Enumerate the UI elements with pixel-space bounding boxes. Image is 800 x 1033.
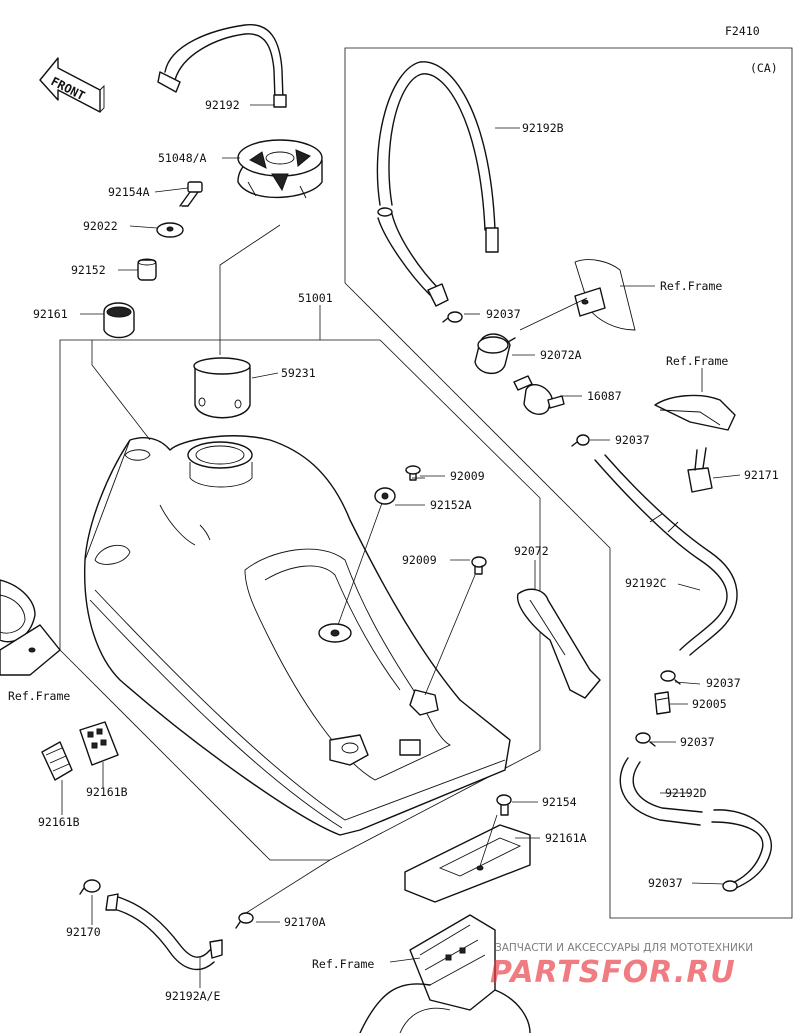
region-tag: (CA) bbox=[750, 61, 778, 75]
label-59231: 59231 bbox=[281, 366, 316, 380]
hose-92192c bbox=[594, 454, 738, 656]
label-92072a: 92072A bbox=[540, 348, 582, 362]
label-92037-2: 92037 bbox=[615, 433, 650, 447]
label-92154a: 92154A bbox=[108, 185, 150, 199]
label-92161b-2: 92161B bbox=[38, 815, 80, 829]
bolt-92009-lower bbox=[471, 556, 487, 575]
bolt-92154a bbox=[179, 181, 203, 207]
label-51001: 51001 bbox=[298, 291, 333, 305]
label-ref-frame-1: Ref.Frame bbox=[660, 279, 722, 293]
valve-16087 bbox=[513, 375, 565, 415]
label-92161: 92161 bbox=[33, 307, 68, 321]
label-92154: 92154 bbox=[542, 795, 577, 809]
label-92171: 92171 bbox=[744, 468, 779, 482]
label-92072: 92072 bbox=[514, 544, 549, 558]
bolt-92154 bbox=[496, 794, 512, 816]
front-arrow-icon: FRONT bbox=[39, 57, 105, 113]
label-92192b: 92192B bbox=[522, 121, 564, 135]
label-92037-3: 92037 bbox=[706, 676, 741, 690]
label-92009-2: 92009 bbox=[402, 553, 437, 567]
clamp-92037-mid bbox=[571, 434, 590, 447]
washer-92022 bbox=[156, 222, 184, 238]
label-92161b-1: 92161B bbox=[86, 785, 128, 799]
collar-92152 bbox=[137, 258, 157, 281]
damper-92161b-right bbox=[79, 721, 119, 766]
bolt-92009-upper bbox=[405, 465, 421, 481]
label-16087: 16087 bbox=[587, 389, 622, 403]
label-92005: 92005 bbox=[692, 697, 727, 711]
ref-frame-upper-right bbox=[574, 259, 636, 331]
label-92037-5: 92037 bbox=[648, 876, 683, 890]
ca-region-box bbox=[344, 47, 793, 919]
label-92037-4: 92037 bbox=[680, 735, 715, 749]
label-ref-frame-3: Ref.Frame bbox=[8, 689, 70, 703]
clamp-92170a bbox=[235, 912, 254, 929]
label-92161a: 92161A bbox=[545, 831, 587, 845]
clamp-92037-upper bbox=[442, 311, 463, 323]
label-51048a: 51048/A bbox=[158, 151, 207, 165]
label-92022: 92022 bbox=[83, 219, 118, 233]
label-92192: 92192 bbox=[205, 98, 240, 112]
bracket-92161a bbox=[404, 824, 531, 903]
fuel-tank-51001 bbox=[83, 435, 511, 836]
label-92170: 92170 bbox=[66, 925, 101, 939]
clamp-92170 bbox=[79, 879, 101, 895]
strap-92072 bbox=[516, 588, 601, 699]
clamp-92037-bottom bbox=[722, 880, 738, 892]
label-ref-frame-2: Ref.Frame bbox=[666, 354, 728, 368]
filler-neck-59231 bbox=[193, 357, 251, 419]
label-92192d: 92192D bbox=[665, 786, 707, 800]
ref-frame-left bbox=[0, 579, 61, 676]
tank-group-bracket bbox=[59, 339, 541, 861]
label-92152: 92152 bbox=[71, 263, 106, 277]
carbon-canister-92072a bbox=[474, 333, 516, 374]
watermark: ЗАПЧАСТИ И АКСЕССУАРЫ ДЛЯ МОТОТЕХНИКИ PA… bbox=[490, 942, 753, 990]
label-92009-1: 92009 bbox=[450, 469, 485, 483]
ref-frame-mid-right bbox=[654, 394, 736, 431]
diagram-code: F2410 bbox=[725, 24, 760, 38]
washer-92152a bbox=[374, 487, 396, 505]
hose-92192ae bbox=[105, 893, 223, 971]
watermark-brand: PARTSFOR.RU bbox=[490, 955, 736, 990]
label-92152a: 92152A bbox=[430, 498, 472, 512]
breather-hose-92192 bbox=[157, 24, 287, 108]
damper-92161 bbox=[103, 302, 135, 339]
clamp-92037-lower2 bbox=[635, 732, 656, 747]
ref-frame-lower bbox=[359, 914, 531, 1033]
hose-92192d bbox=[619, 757, 773, 889]
damper-92161b-left bbox=[41, 741, 73, 781]
joint-92005 bbox=[654, 691, 671, 715]
watermark-top-text: ЗАПЧАСТИ И АКСЕССУАРЫ ДЛЯ МОТОТЕХНИКИ bbox=[495, 942, 753, 954]
clip-92171 bbox=[687, 447, 713, 493]
hose-92192b bbox=[376, 61, 499, 307]
label-92192c: 92192C bbox=[625, 576, 667, 590]
label-92170a: 92170A bbox=[284, 915, 326, 929]
label-92192ae: 92192A/E bbox=[165, 989, 220, 1003]
label-92037-1: 92037 bbox=[486, 307, 521, 321]
fuel-cap-51048a bbox=[237, 139, 323, 199]
label-ref-frame-4: Ref.Frame bbox=[312, 957, 374, 971]
